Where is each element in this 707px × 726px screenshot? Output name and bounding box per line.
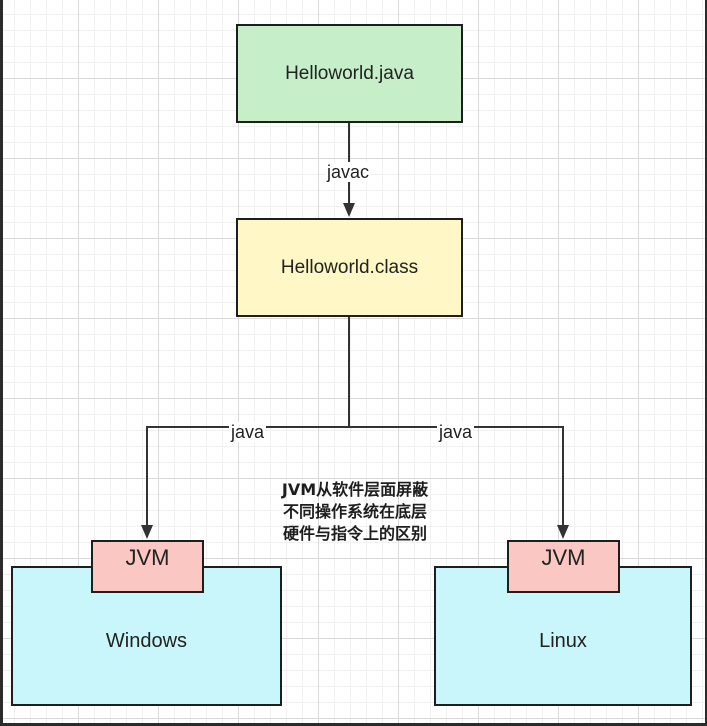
node-source-file[interactable]: Helloworld.java [236, 24, 463, 123]
arrowhead-javac [343, 203, 355, 217]
node-jvm-linux-label: JVM [541, 545, 586, 570]
arrowhead-java-right [557, 525, 569, 539]
frame-left-edge [0, 0, 3, 726]
edge-label-java-right: java [437, 422, 475, 442]
arrowhead-java-left [141, 525, 153, 539]
node-jvm-windows[interactable]: JVM [91, 540, 204, 593]
frame-right-edge [705, 0, 707, 726]
node-bytecode-file[interactable]: Helloworld.class [236, 218, 463, 317]
edge-label-javac: javac [325, 162, 372, 182]
node-source-label: Helloworld.java [285, 62, 414, 84]
node-jvm-windows-label: JVM [125, 545, 170, 570]
node-os-linux-label: Linux [539, 629, 587, 652]
edge-java-left [146, 426, 349, 528]
frame-bottom-edge [0, 723, 707, 726]
jvm-note-line-2: 不同操作系统在底层 [282, 502, 427, 521]
jvm-note-line-3: 硬件与指令上的区别 [282, 524, 427, 543]
jvm-note-line-1: JVM从软件层面屏蔽 [281, 480, 429, 499]
edge-label-java-left: java [229, 422, 267, 442]
node-bytecode-label: Helloworld.class [280, 256, 419, 278]
jvm-note: JVM从软件层面屏蔽 不同操作系统在底层 硬件与指令上的区别 [250, 479, 460, 545]
node-jvm-linux[interactable]: JVM [507, 540, 620, 593]
edge-java-right [349, 426, 564, 528]
node-os-windows-label: Windows [105, 629, 188, 652]
